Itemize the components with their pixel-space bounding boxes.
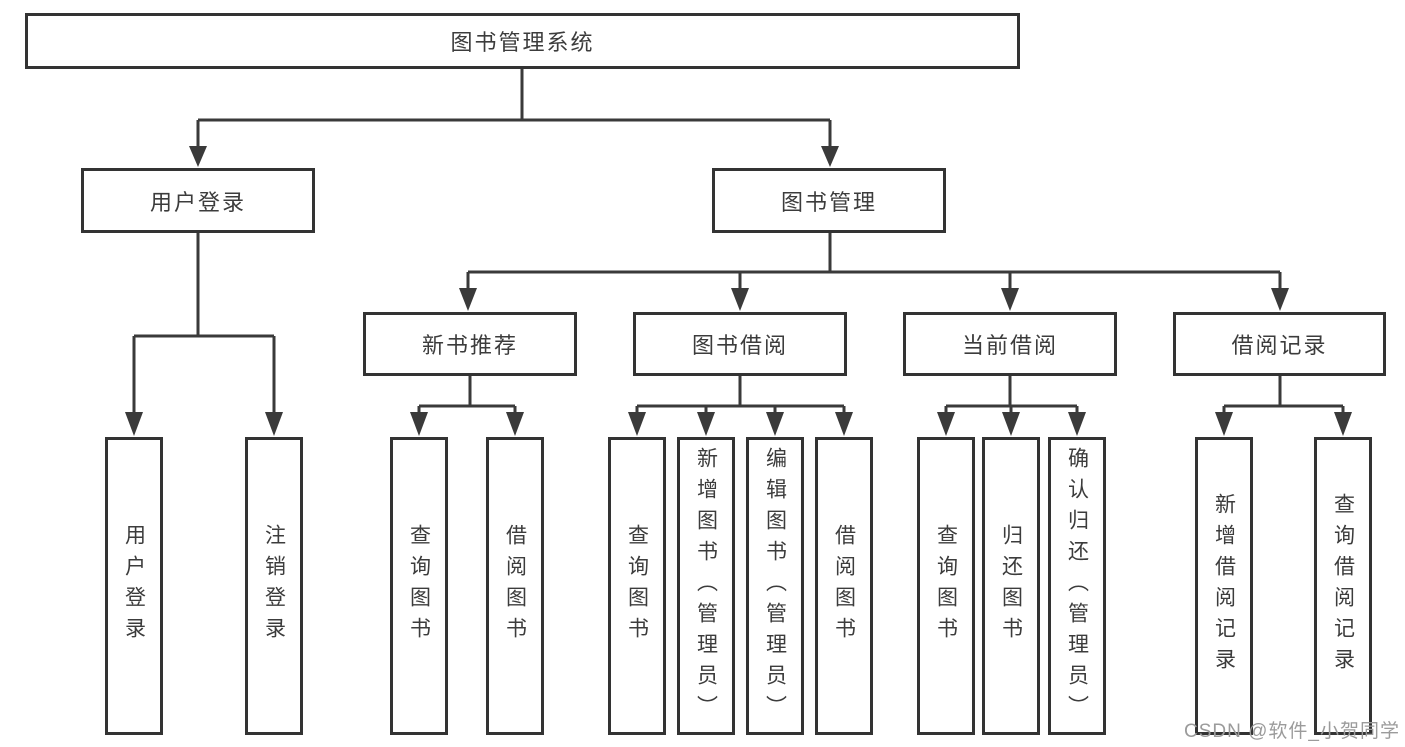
leaf-query-books-borrow: 查询图书: [608, 437, 666, 735]
leaf-query-books-recommend: 查询图书: [390, 437, 448, 735]
leaf-return-books: 归还图书: [982, 437, 1040, 735]
leaf-user-login: 用户登录: [105, 437, 163, 735]
node-new-book-recommendation: 新书推荐: [363, 312, 577, 376]
leaf-query-books-current: 查询图书: [917, 437, 975, 735]
leaf-add-borrow-record: 新增借阅记录: [1195, 437, 1253, 735]
leaf-add-books-admin: 新增图书（管理员）: [677, 437, 735, 735]
leaf-borrow-books: 借阅图书: [815, 437, 873, 735]
leaf-edit-books-admin: 编辑图书（管理员）: [746, 437, 804, 735]
leaf-confirm-return-admin: 确认归还（管理员）: [1048, 437, 1106, 735]
watermark-text: CSDN @软件_小贺同学: [1184, 721, 1400, 742]
node-book-management: 图书管理: [712, 168, 946, 233]
node-book-borrowing: 图书借阅: [633, 312, 847, 376]
node-root: 图书管理系统: [25, 13, 1020, 69]
leaf-logout: 注销登录: [245, 437, 303, 735]
leaf-query-borrow-record: 查询借阅记录: [1314, 437, 1372, 735]
node-current-borrowing: 当前借阅: [903, 312, 1117, 376]
leaf-borrow-books-recommend: 借阅图书: [486, 437, 544, 735]
node-user-login: 用户登录: [81, 168, 315, 233]
node-borrowing-records: 借阅记录: [1173, 312, 1386, 376]
